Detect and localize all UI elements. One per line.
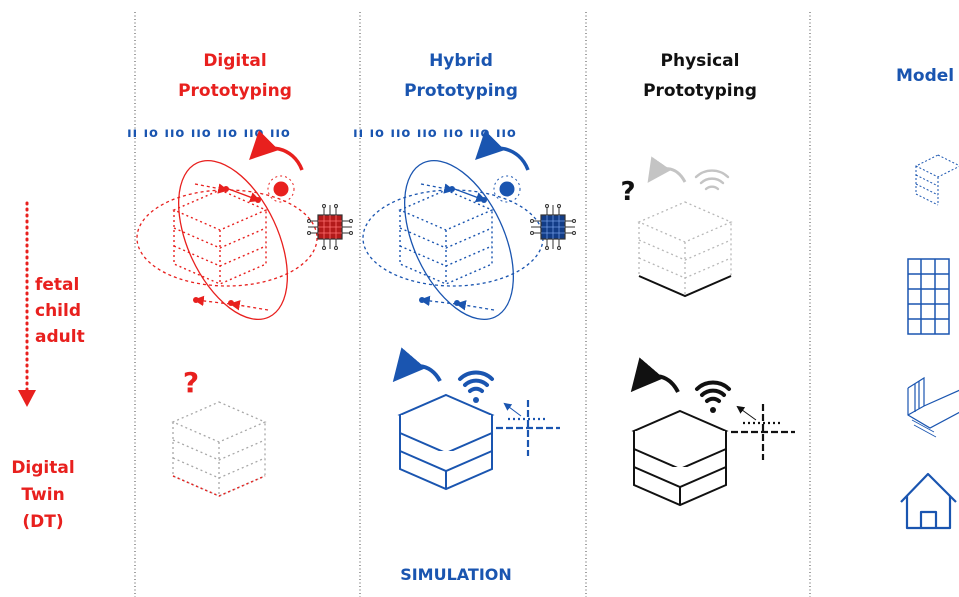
digital-feedback-arrow — [249, 130, 304, 171]
model-room-icon — [907, 376, 959, 438]
lifecycle-arrow — [18, 201, 36, 407]
svg-text:ıı ıo ııo ııo ııo ııo ııo: ıı ıo ııo ııo ııo ııo ııo — [127, 126, 291, 141]
model-grid-icon — [907, 258, 950, 335]
digital-loop-diagram — [136, 160, 318, 320]
svg-text:ıı ıo ııo ııo ııo ııo ııo: ıı ıo ııo ııo ııo ııo ııo — [353, 126, 517, 141]
digital-loop-nodes — [193, 186, 261, 306]
model-house-icon — [900, 472, 957, 530]
hybrid-target-icon — [494, 398, 562, 458]
heading-hybrid-line-1: Hybrid — [429, 51, 493, 71]
physical-wifi-icon — [695, 380, 731, 413]
model-stack-icon — [914, 154, 959, 206]
physical-solid-cube — [633, 410, 727, 506]
digital-twin-line-1: Digital — [11, 458, 75, 478]
digital-question-mark: ? — [183, 366, 199, 399]
hybrid-loop-diagram — [362, 160, 544, 320]
hybrid-loop-nodes — [419, 186, 487, 306]
digital-twin-line-2: Twin — [21, 485, 65, 505]
hybrid-solid-cube — [399, 394, 493, 490]
digital-sensor-icon — [267, 175, 295, 203]
digital-binary-text: ıı ıo ııo ııo ııo ııo ııo — [127, 126, 291, 141]
physical-target-icon — [729, 402, 797, 462]
hybrid-dotted-cube — [399, 189, 493, 285]
physical-question-mark: ? — [620, 177, 635, 207]
physical-gray-wifi-icon — [694, 169, 730, 191]
hybrid-feedback-arrow — [475, 130, 530, 171]
stage-fetal: fetal — [35, 275, 80, 295]
heading-model: Model — [896, 66, 955, 86]
hybrid-chip-icon — [530, 204, 576, 250]
heading-hybrid-line-2: Prototyping — [404, 81, 518, 101]
digital-dotted-cube — [173, 189, 267, 285]
physical-gray-arrow — [647, 156, 687, 183]
heading-physical-line-2: Prototyping — [643, 81, 757, 101]
hybrid-solid-arrow — [392, 347, 442, 383]
heading-digital-line-2: Prototyping — [178, 81, 292, 101]
heading-physical-line-1: Physical — [660, 51, 740, 71]
heading-physical-prototyping: Physical Prototyping — [605, 46, 795, 106]
hybrid-binary-text: ıı ıo ııo ııo ııo ııo ııo — [353, 126, 517, 141]
physical-dotted-cube-base — [638, 275, 732, 298]
digital-twin-line-3: (DT) — [22, 512, 64, 532]
digital-gray-cube-base — [172, 475, 266, 497]
life-stages: fetal child adult — [35, 272, 85, 350]
digital-chip-icon — [307, 204, 353, 250]
stage-child: child — [35, 301, 82, 321]
heading-digital-prototyping: Digital Prototyping — [140, 46, 330, 106]
simulation-label: SIMULATION — [400, 565, 512, 584]
digital-twin-label: Digital Twin (DT) — [8, 455, 78, 536]
heading-digital-line-1: Digital — [203, 51, 267, 71]
hybrid-wifi-icon — [458, 370, 494, 403]
heading-hybrid-prototyping: Hybrid Prototyping — [366, 46, 556, 106]
physical-solid-arrow — [630, 357, 680, 394]
stage-adult: adult — [35, 327, 85, 347]
column-separators — [134, 12, 811, 597]
hybrid-sensor-icon — [493, 175, 521, 203]
